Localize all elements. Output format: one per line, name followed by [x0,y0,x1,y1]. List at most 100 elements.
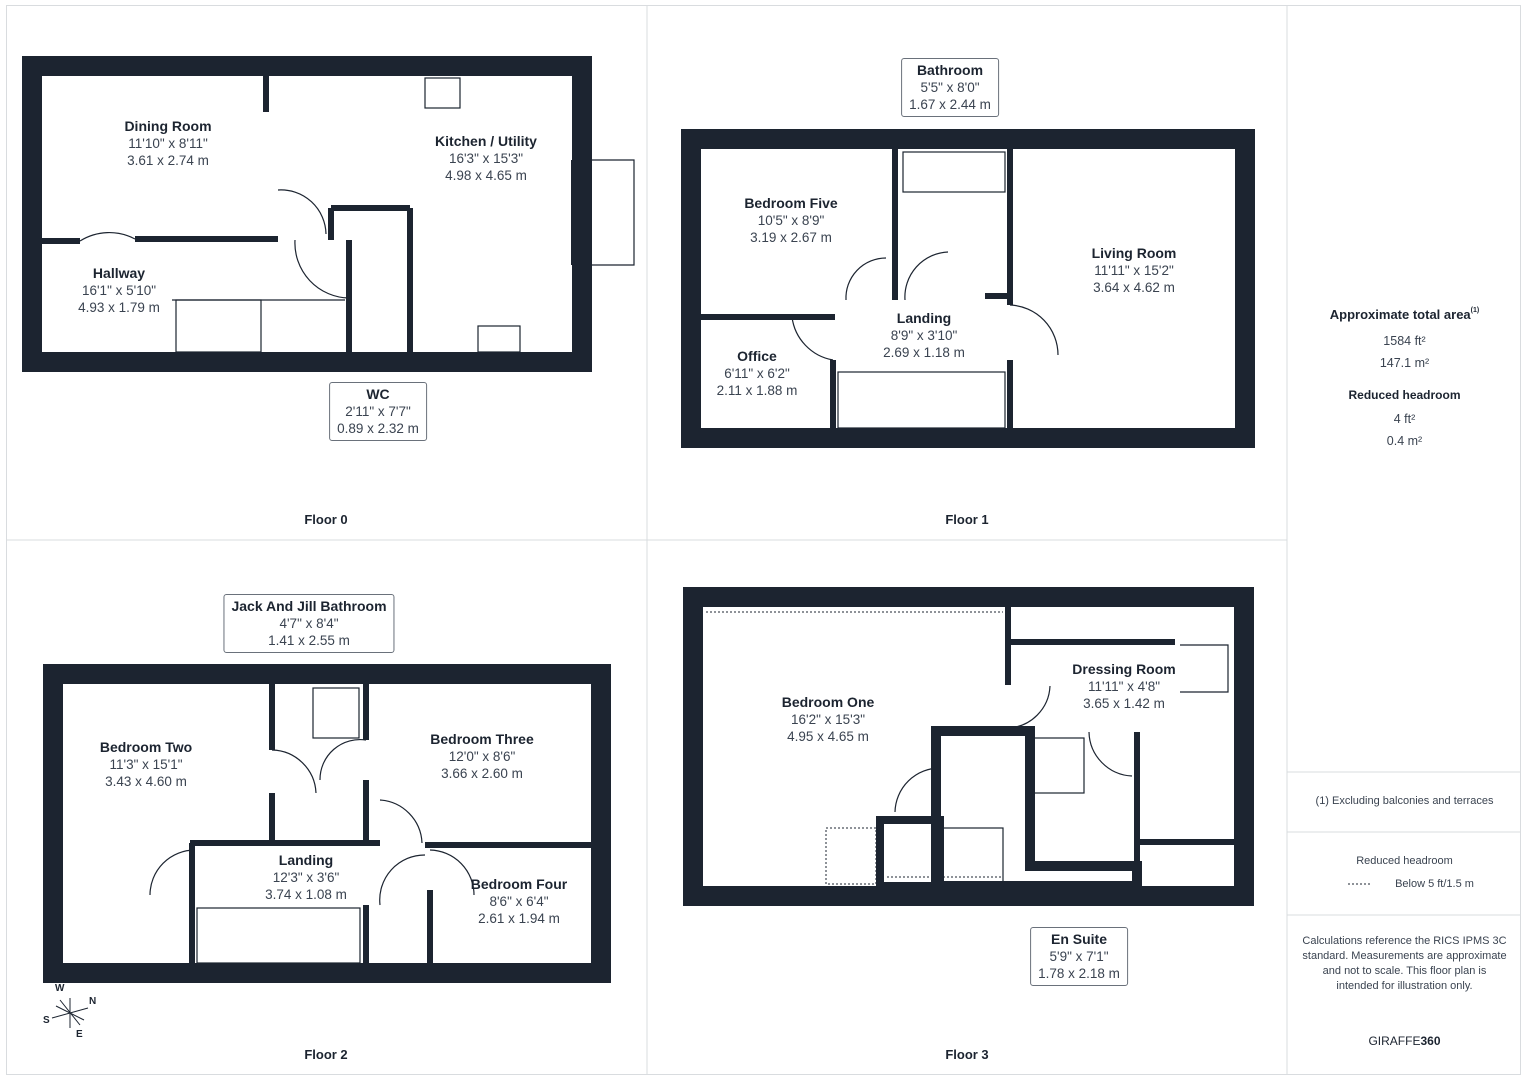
room-label: Kitchen / Utility 16'3" x 15'3" 4.98 x 4.6… [435,133,537,184]
room-label: Landing 12'3" x 3'6" 3.74 x 1.08 m [265,852,347,903]
room-imperial: 2'11" x 7'7" [345,404,411,419]
room-name: WC [366,386,390,402]
compass-north: N [89,996,97,1007]
room-metric: 3.61 x 2.74 m [127,153,209,168]
floor0-outer-wall [22,56,592,372]
room-imperial: 16'3" x 15'3" [448,151,524,166]
room-label: Bedroom Five 10'5" x 8'9" 3.19 x 2.67 m [744,195,837,246]
room-imperial: 5'9" x 7'1" [1049,949,1109,964]
room-imperial: 10'5" x 8'9" [757,213,825,228]
compass-south: S [43,1015,50,1026]
room-name: Hallway [92,265,146,281]
floor3-outer-wall [683,587,1254,906]
room-metric: 2.11 x 1.88 m [716,383,798,398]
legend-title: Reduced headroom [1356,855,1453,867]
room-name: Bedroom One [781,694,875,710]
footnote-mark: (1) [1470,307,1480,314]
room-imperial: 5'5" x 8'0" [920,80,980,95]
room-name: En Suite [1050,931,1107,947]
room-label: Landing 8'9" x 3'10" 2.69 x 1.18 m [883,310,965,361]
room-label: Office 6'11" x 6'2" 2.11 x 1.88 m [717,348,798,399]
floor-1-label: Floor 1 [945,512,989,527]
reduced-headroom-title: Reduced headroom [1348,388,1461,402]
room-metric: 3.64 x 4.62 m [1093,280,1175,295]
room-label: En Suite 5'9" x 7'1" 1.78 x 2.18 m [1030,927,1128,986]
room-name: Living Room [1091,245,1177,261]
room-label: Bedroom One 16'2" x 15'3" 4.95 x 4.65 m [782,694,875,745]
room-metric: 2.69 x 1.18 m [883,345,965,360]
area-summary: Approximate total area(1) 1584 ft² 147.1… [1288,306,1521,452]
walls [22,56,1372,983]
room-imperial: 11'3" x 15'1" [109,757,183,772]
room-imperial: 8'6" x 6'4" [489,894,549,909]
reduced-headroom-ft: 4 ft² [1393,412,1416,426]
total-area-title: Approximate total area [1329,307,1471,322]
room-name: Dressing Room [1072,661,1176,677]
room-label: Hallway 16'1" x 5'10" 4.93 x 1.79 m [78,265,160,316]
brand-text: GIRAFFE [1368,1034,1421,1048]
room-metric: 3.43 x 4.60 m [105,774,187,789]
room-metric: 2.61 x 1.94 m [478,911,560,926]
room-metric: 3.19 x 2.67 m [750,230,832,245]
room-metric: 3.65 x 1.42 m [1083,696,1165,711]
floor-3-label: Floor 3 [945,1047,989,1062]
disclaimer: Calculations reference the RICS IPMS 3C … [1302,935,1507,992]
room-imperial: 12'0" x 8'6" [448,749,516,764]
room-name: Kitchen / Utility [435,133,537,149]
room-imperial: 11'11" x 4'8" [1087,679,1161,694]
room-metric: 4.93 x 1.79 m [78,300,160,315]
room-metric: 1.41 x 2.55 m [268,633,350,648]
room-imperial: 12'3" x 3'6" [272,870,340,885]
room-name: Landing [278,852,334,868]
room-label: Jack And Jill Bathroom 4'7" x 8'4" 1.41 x … [223,594,395,653]
room-metric: 1.67 x 2.44 m [909,97,991,112]
room-name: Bedroom Three [430,731,534,747]
room-name: Jack And Jill Bathroom [231,598,387,614]
room-label: Bathroom 5'5" x 8'0" 1.67 x 2.44 m [901,58,999,117]
room-name: Office [737,348,777,364]
room-name: Landing [896,310,952,326]
room-label: Bedroom Three 12'0" x 8'6" 3.66 x 2.60 m [430,731,533,782]
room-label: Dressing Room 11'11" x 4'8" 3.65 x 1.42 m [1072,661,1175,712]
brand-number: 360 [1420,1034,1441,1048]
room-metric: 4.95 x 4.65 m [787,729,869,744]
total-area-ft: 1584 ft² [1383,334,1426,348]
room-metric: 3.66 x 2.60 m [441,766,523,781]
legend-text: Below 5 ft/1.5 m [1395,878,1474,890]
floor-0-label: Floor 0 [304,512,348,527]
room-metric: 1.78 x 2.18 m [1038,966,1120,981]
room-name: Bedroom Five [744,195,838,211]
compass-west: W [55,983,65,994]
room-name: Dining Room [124,118,212,134]
floor-2-label: Floor 2 [304,1047,348,1062]
compass-east: E [76,1029,83,1040]
room-metric: 3.74 x 1.08 m [265,887,347,902]
room-metric: 0.89 x 2.32 m [337,421,419,436]
room-imperial: 16'1" x 5'10" [81,283,157,298]
room-name: Bedroom Two [99,739,193,755]
room-name: Bedroom Four [470,876,568,892]
room-label: Living Room 11'11" x 15'2" 3.64 x 4.62 m [1092,245,1177,296]
floor2-outer-wall [43,664,611,983]
room-imperial: 8'9" x 3'10" [890,328,958,343]
room-imperial: 11'10" x 8'11" [128,136,208,151]
room-label: Dining Room 11'10" x 8'11" 3.61 x 2.74 m [124,118,211,169]
room-label: Bedroom Four 8'6" x 6'4" 2.61 x 1.94 m [471,876,567,927]
reduced-headroom-m: 0.4 m² [1386,434,1423,448]
room-imperial: 16'2" x 15'3" [790,712,866,727]
floor1-outer-wall [681,129,1255,448]
total-area-m: 147.1 m² [1379,356,1430,370]
room-label: WC 2'11" x 7'7" 0.89 x 2.32 m [329,382,427,441]
room-label: Bedroom Two 11'3" x 15'1" 3.43 x 4.60 m [100,739,192,790]
room-imperial: 6'11" x 6'2" [724,366,790,381]
panel-grid [6,5,1521,1075]
footnote: (1) Excluding balconies and terraces [1315,795,1494,807]
room-name: Bathroom [916,62,984,78]
room-imperial: 11'11" x 15'2" [1094,263,1174,278]
compass-icon [51,998,89,1028]
room-metric: 4.98 x 4.65 m [445,168,527,183]
brand-logo: GIRAFFE360 [1288,1034,1521,1048]
room-imperial: 4'7" x 8'4" [279,616,339,631]
